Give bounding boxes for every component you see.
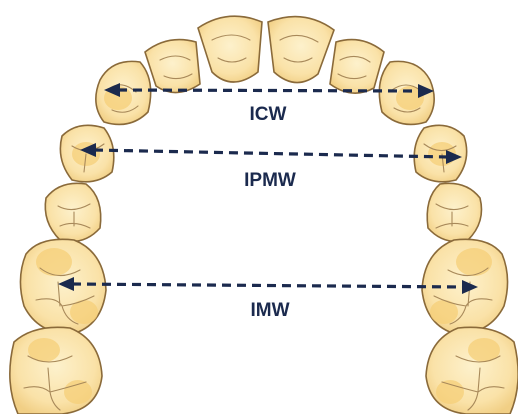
tooth-second-premolar-left [45,183,100,241]
ipmw-measurement-arrow [80,143,462,164]
tooth-first-premolar-left [60,125,113,181]
tooth-central-incisor-right [268,17,334,83]
tooth-canine-left [96,61,151,124]
tooth-second-molar-right [426,327,518,414]
imw-label: IMW [250,300,289,321]
imw-measurement-arrow [58,277,478,294]
tooth-second-molar-left [10,327,102,414]
icw-label: ICW [250,104,287,125]
tooth-central-incisor-left [198,16,262,82]
tooth-first-premolar-right [414,125,466,181]
tooth-lateral-incisor-left [145,40,200,93]
ipmw-label: IPMW [244,170,296,191]
tooth-second-premolar-right [427,183,481,241]
tooth-lateral-incisor-right [330,40,384,94]
tooth-first-molar-left [20,239,106,334]
